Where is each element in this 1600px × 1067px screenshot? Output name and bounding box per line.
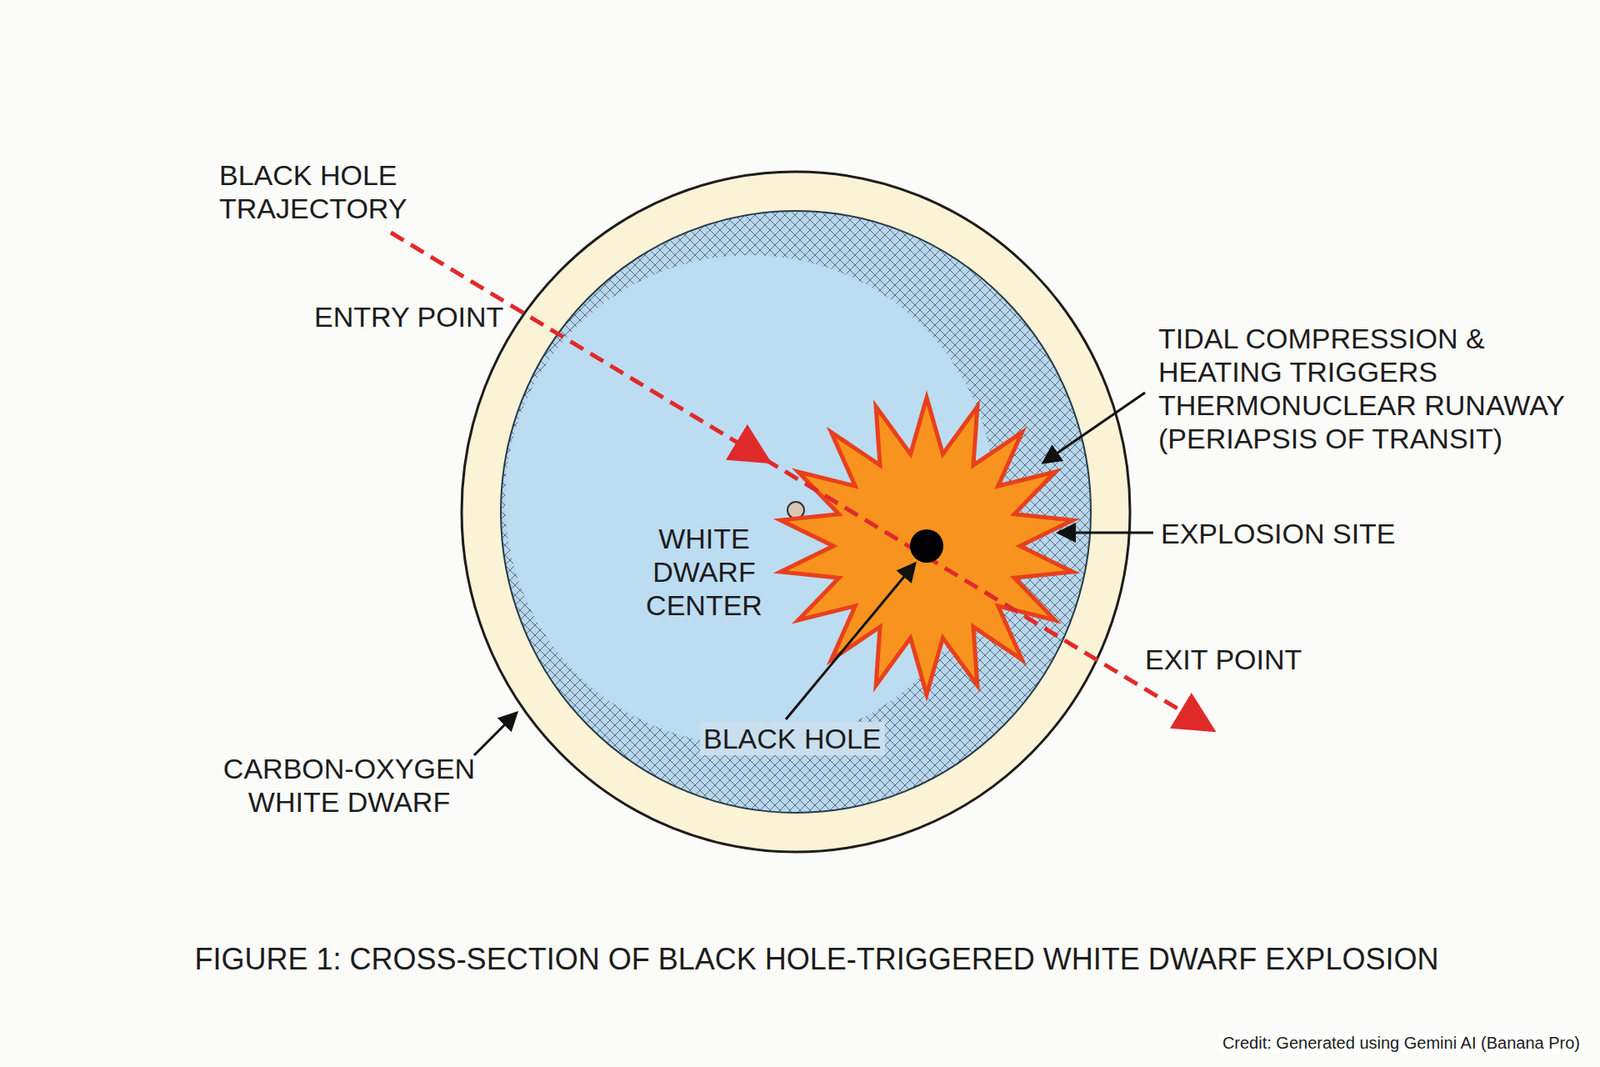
leader-lines [474,392,1154,755]
tidal-note: TIDAL COMPRESSION & HEATING TRIGGERS THE… [1158,321,1592,455]
trajectory [390,232,1210,728]
trajectory-label: BLACK HOLE TRAJECTORY [219,158,428,225]
exit-label: EXIT POINT [1145,642,1395,676]
figure-caption: FIGURE 1: CROSS-SECTION OF BLACK HOLE-TR… [195,941,1440,977]
white-dwarf [461,171,1130,852]
black-hole [910,529,944,563]
credit: Credit: Generated using Gemini AI (Banan… [1219,1033,1584,1054]
entry-label: ENTRY POINT [314,300,531,334]
explosion-label: EXPLOSION SITE [1160,516,1495,550]
black-hole-label: BLACK HOLE [700,721,885,755]
center-label: WHITE DWARF CENTER [612,521,796,622]
explosion-starburst [780,397,1074,695]
white-dwarf-label: CARBON-OXYGEN WHITE DWARF [215,751,483,819]
